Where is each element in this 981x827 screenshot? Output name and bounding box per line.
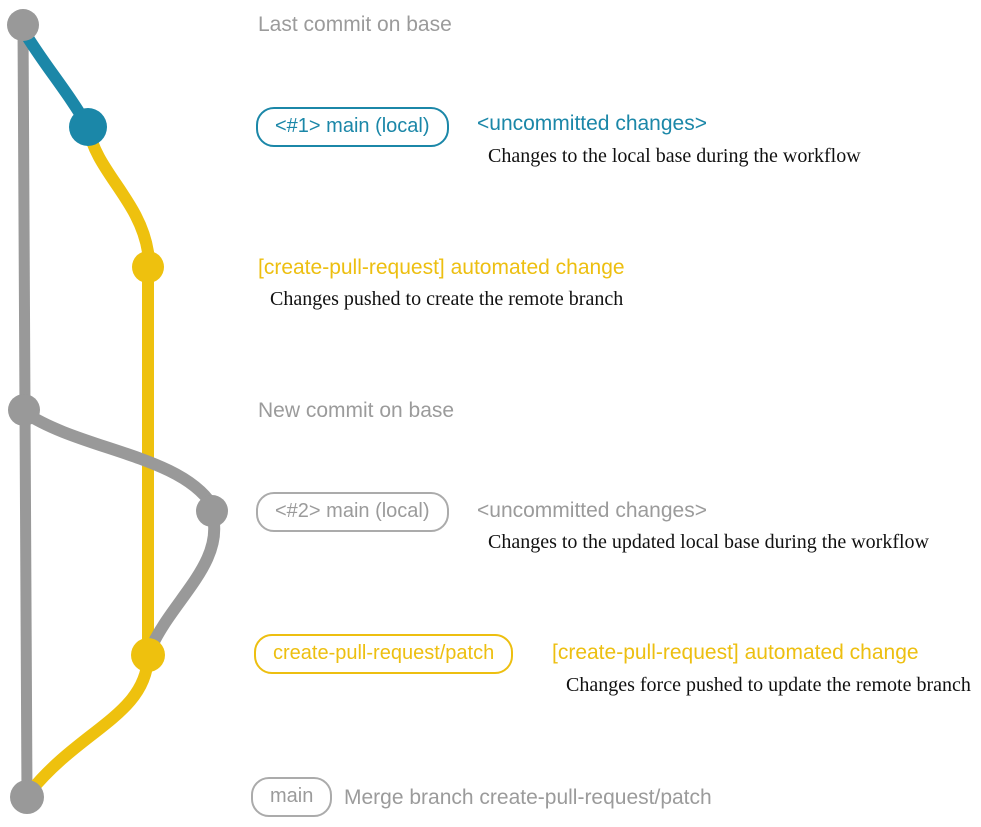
commit-node-local-2	[196, 495, 228, 527]
commit-node-remote-1	[132, 251, 164, 283]
commit-graph	[7, 9, 228, 814]
commit-description-1: Changes to the local base during the wor…	[488, 145, 861, 167]
commit-description-4: Changes force pushed to update the remot…	[566, 674, 971, 696]
commit-title-automated-2: [create-pull-request] automated change	[552, 641, 919, 664]
branch-badge-main-local-1: <#1> main (local)	[256, 107, 449, 147]
base-update-edge-in	[145, 507, 221, 654]
commit-description-3: Changes to the updated local base during…	[488, 531, 929, 553]
last-commit-label: Last commit on base	[258, 13, 452, 36]
base-update-edge-out	[18, 406, 218, 511]
new-commit-label: New commit on base	[258, 399, 455, 422]
commit-title-automated-1: [create-pull-request] automated change	[258, 256, 625, 279]
commit-title-merge: Merge branch create-pull-request/patch	[344, 786, 712, 809]
commit-node-local-1	[69, 108, 107, 146]
commit-title-uncommitted-1: <uncommitted changes>	[477, 112, 707, 135]
branch-badge-main: main	[251, 777, 333, 817]
commit-node-merge	[10, 780, 44, 814]
branch-badge-main-local-2: <#2> main (local)	[256, 492, 449, 532]
merge-edge	[24, 652, 154, 798]
commit-title-uncommitted-2: <uncommitted changes>	[477, 499, 707, 522]
commit-description-2: Changes pushed to create the remote bran…	[270, 288, 624, 310]
commit-node-base-2	[8, 394, 40, 426]
branch-badge-patch: create-pull-request/patch	[254, 634, 514, 674]
remote-branch-line	[82, 121, 154, 661]
commit-node-base-1	[7, 9, 39, 41]
commit-node-remote-2	[131, 638, 165, 672]
